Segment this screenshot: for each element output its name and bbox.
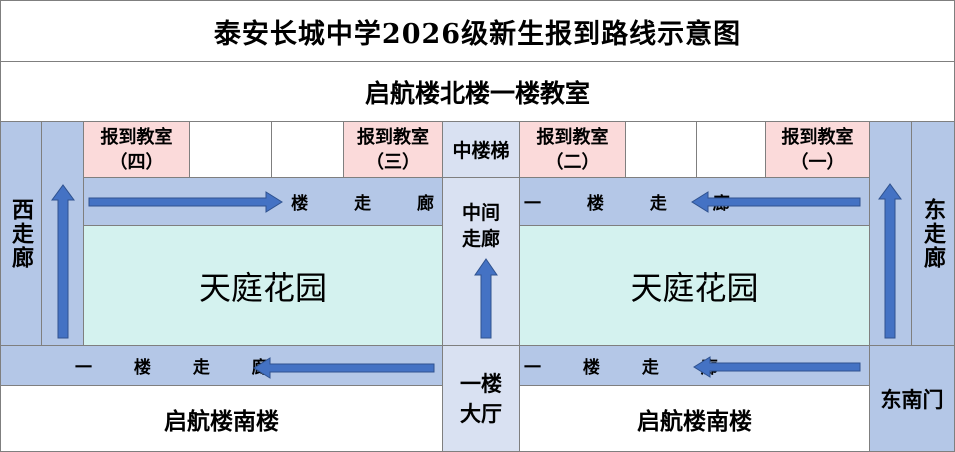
classroom-2-label: 报到教室 bbox=[536, 126, 609, 148]
classroom-4: 报到教室 （四） bbox=[83, 121, 190, 178]
north-building-label: 启航楼北楼一楼教室 bbox=[0, 61, 955, 122]
corridor-northeast: 一 楼 走 廊 bbox=[519, 177, 870, 226]
east-corridor: 东走廊 bbox=[911, 121, 955, 346]
first-floor-hall: 一楼 大厅 bbox=[442, 345, 520, 452]
classroom-1: 报到教室 （一） bbox=[765, 121, 870, 178]
southeast-gate: 东南门 bbox=[869, 345, 955, 452]
classroom-empty bbox=[696, 121, 766, 178]
first-floor-hall-label-2: 大厅 bbox=[460, 400, 502, 426]
garden-west: 天庭花园 bbox=[83, 225, 443, 346]
south-building-east: 启航楼南楼 bbox=[519, 385, 870, 452]
classroom-1-label: 报到教室 bbox=[781, 126, 854, 148]
corridor-southeast: 一 楼 走 廊 bbox=[519, 345, 870, 386]
middle-corridor-label-2: 走廊 bbox=[461, 228, 500, 250]
east-corridor-label: 东走廊 bbox=[920, 197, 946, 270]
classroom-4-label: 报到教室 bbox=[100, 126, 173, 148]
east-corridor-lane bbox=[869, 121, 912, 346]
garden-east: 天庭花园 bbox=[519, 225, 870, 346]
corridor-southwest-label: 一 楼 走 廊 bbox=[75, 358, 287, 378]
classroom-2-number: （二） bbox=[545, 151, 600, 173]
west-corridor-label: 西走廊 bbox=[8, 197, 34, 270]
classroom-empty bbox=[625, 121, 697, 178]
classroom-3-number: （三） bbox=[366, 151, 420, 173]
middle-stairs: 中楼梯 bbox=[442, 121, 520, 178]
south-building-west: 启航楼南楼 bbox=[0, 385, 443, 452]
corridor-northeast-label: 一 楼 走 廊 bbox=[524, 194, 750, 214]
west-corridor-lane bbox=[41, 121, 84, 346]
classroom-3: 报到教室 （三） bbox=[343, 121, 443, 178]
classroom-4-number: （四） bbox=[109, 151, 164, 173]
classroom-2: 报到教室 （二） bbox=[519, 121, 626, 178]
corridor-southeast-label: 一 楼 走 廊 bbox=[524, 358, 736, 378]
classroom-3-label: 报到教室 bbox=[357, 126, 429, 148]
corridor-southwest: 一 楼 走 廊 bbox=[0, 345, 443, 386]
diagram-title: 泰安长城中学2026级新生报到路线示意图 bbox=[0, 0, 955, 62]
middle-corridor: 中间 走廊 bbox=[442, 177, 520, 346]
west-corridor: 西走廊 bbox=[0, 121, 42, 346]
first-floor-hall-label-1: 一楼 bbox=[460, 370, 502, 396]
corridor-northwest: 一 楼 走 廊 bbox=[83, 177, 443, 226]
classroom-empty bbox=[271, 121, 344, 178]
classroom-empty bbox=[189, 121, 272, 178]
classroom-1-number: （一） bbox=[790, 151, 845, 173]
corridor-northwest-label: 一 楼 走 廊 bbox=[228, 194, 454, 214]
middle-corridor-label-1: 中间 bbox=[461, 202, 500, 224]
